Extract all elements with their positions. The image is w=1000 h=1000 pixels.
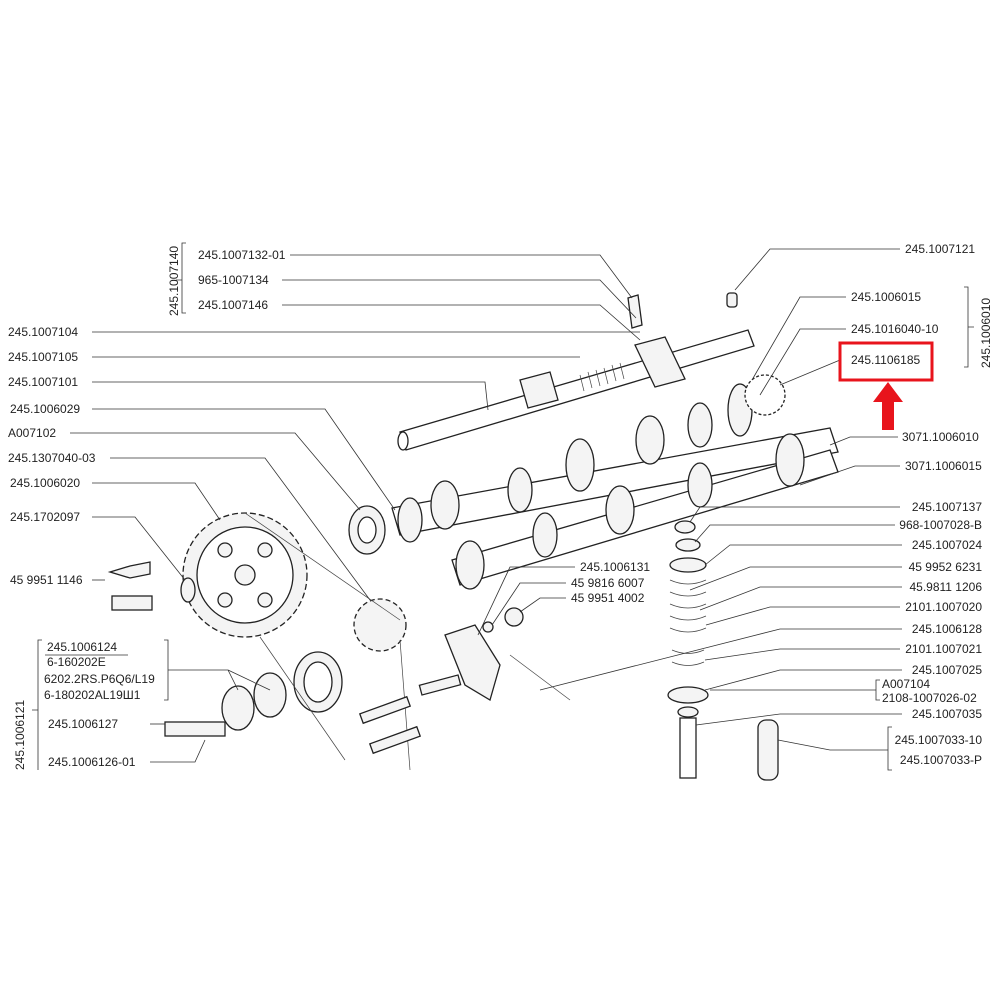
part-label[interactable]: 245.1007132-01 — [198, 248, 286, 262]
bolt-and-washer — [107, 561, 196, 611]
part-label[interactable]: 6-160202E — [47, 655, 106, 669]
highlighted-part-label[interactable]: 245.1106185 — [851, 353, 921, 367]
part-label[interactable]: 965-1007134 — [198, 273, 269, 287]
valve-assembly — [667, 292, 779, 781]
part-label[interactable]: 245.1702097 — [10, 510, 80, 524]
part-label[interactable]: 245.1006128 — [912, 622, 982, 636]
part-label[interactable]: 3071.1006010 — [902, 430, 979, 444]
part-label[interactable]: 45 9951 4002 — [571, 591, 645, 605]
part-label[interactable]: 245.1006126-01 — [48, 755, 136, 769]
part-label[interactable]: 6202.2RS.P6Q6/L19 — [44, 672, 155, 686]
part-label[interactable]: A007102 — [8, 426, 56, 440]
part-label[interactable]: 6-180202AL19Ш1 — [44, 688, 141, 702]
part-label[interactable]: 245.1007104 — [8, 325, 78, 339]
group-label-245-1007140: 245.1007140 — [167, 246, 181, 316]
camshaft-seal — [348, 505, 386, 555]
part-label[interactable]: 245.1007121 — [905, 242, 975, 256]
part-label[interactable]: 45 9951 1146 — [10, 573, 83, 587]
part-label[interactable]: 245.1006029 — [10, 402, 80, 416]
highlight-box — [838, 341, 934, 382]
part-label[interactable]: 245.1007105 — [8, 350, 78, 364]
rocker-shaft — [397, 294, 755, 451]
part-label[interactable]: 245.1007146 — [198, 298, 268, 312]
part-label[interactable]: 245.1006124 — [47, 640, 117, 654]
part-label[interactable]: 2101.1007021 — [905, 642, 982, 656]
part-label[interactable]: 245.1006131 — [580, 560, 650, 574]
part-label[interactable]: 245.1007025 — [912, 663, 982, 677]
part-label[interactable]: 245.1007033-10 — [895, 733, 983, 747]
part-label[interactable]: 245.1007033-P — [900, 753, 982, 767]
part-label[interactable]: A007104 — [882, 677, 930, 691]
part-label[interactable]: 245.1007101 — [8, 375, 78, 389]
idler-pulley — [164, 598, 407, 737]
part-label[interactable]: 45.9811 1206 — [909, 580, 982, 594]
part-label[interactable]: 45 9816 6007 — [571, 576, 645, 590]
part-label[interactable]: 2101.1007020 — [905, 600, 982, 614]
part-label[interactable]: 245.1007035 — [912, 707, 982, 721]
camshaft-exhaust — [451, 433, 839, 590]
part-label[interactable]: 245.1007137 — [912, 500, 982, 514]
group-label-245-1006010: 245.1006010 — [979, 298, 993, 368]
leader-lines — [32, 242, 974, 771]
part-label[interactable]: 2108-1007026-02 — [882, 691, 977, 705]
part-label[interactable]: 245.1006127 — [48, 717, 118, 731]
part-label[interactable]: 3071.1006015 — [905, 459, 982, 473]
part-label[interactable]: 245.1307040-03 — [8, 451, 96, 465]
part-label[interactable]: 245.1016040-10 — [851, 322, 939, 336]
part-label[interactable]: 245.1007024 — [912, 538, 982, 552]
group-label-245-1006121: 245.1006121 — [13, 700, 27, 770]
part-label[interactable]: 245.1006015 — [851, 290, 921, 304]
part-label[interactable]: 45 9952 6231 — [909, 560, 983, 574]
tensioner-and-pins — [358, 607, 571, 755]
camshaft-intake — [391, 374, 839, 543]
part-label[interactable]: 968-1007028-B — [899, 518, 982, 532]
camshaft-pulley — [182, 512, 308, 638]
part-label[interactable]: 245.1006020 — [10, 476, 80, 490]
red-arrow-up-icon — [873, 382, 903, 430]
